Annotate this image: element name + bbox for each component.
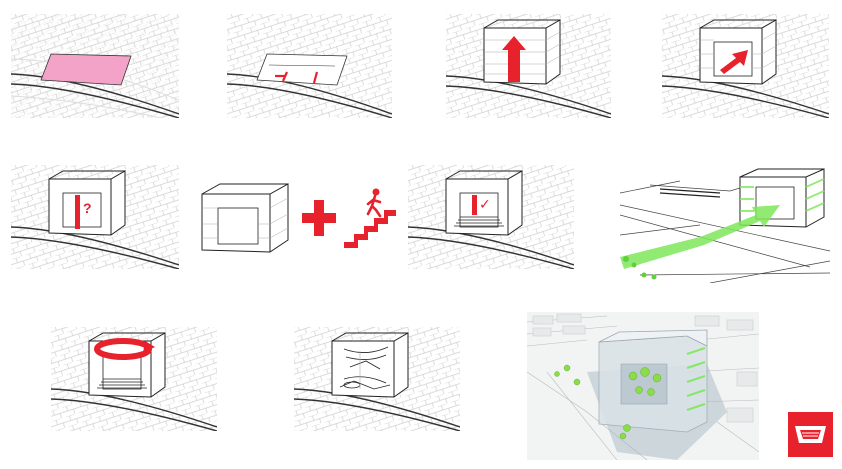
interior-ramps-diagram xyxy=(294,327,460,431)
diagonal-arrow xyxy=(720,50,748,74)
stairs-pictogram xyxy=(342,186,398,250)
final-render-illustration xyxy=(527,312,759,460)
green-flow-illustration xyxy=(620,165,830,283)
volume-entry-illustration xyxy=(662,14,829,118)
brand-logo xyxy=(788,412,833,457)
highlighted-plot xyxy=(40,53,132,86)
final-render xyxy=(527,312,759,460)
site-plot-diagram xyxy=(11,14,179,118)
check-entrance-diagram: ✓ xyxy=(408,165,574,269)
red-marker xyxy=(312,71,319,84)
circulation-loop-illustration xyxy=(51,327,217,431)
logo-icon xyxy=(788,412,833,457)
plus-sign xyxy=(300,196,338,240)
circulation-loop-diagram xyxy=(51,327,217,431)
site-access-illustration xyxy=(227,14,392,118)
green-flow-diagram xyxy=(620,165,830,283)
question-mark: ? xyxy=(83,200,92,216)
up-arrow xyxy=(502,36,526,82)
site-plot-illustration xyxy=(11,14,179,118)
check-entrance-illustration: ✓ xyxy=(408,165,574,269)
red-pillar xyxy=(75,195,80,229)
interior-ramps-illustration xyxy=(294,327,460,431)
plus-icon xyxy=(302,200,336,236)
open-volume-diagram xyxy=(196,178,300,258)
question-entrance-diagram: ? xyxy=(11,165,179,269)
site-access-diagram xyxy=(227,14,392,118)
stairs-person-icon xyxy=(344,188,396,248)
question-entrance-illustration: ? xyxy=(11,165,179,269)
volume-entry-diagram xyxy=(662,14,829,118)
open-volume-illustration xyxy=(201,183,289,253)
green-arrow xyxy=(620,205,780,269)
volume-up-diagram xyxy=(446,14,611,118)
red-pillar xyxy=(472,195,477,215)
volume-up-illustration xyxy=(446,14,611,118)
check-mark: ✓ xyxy=(479,197,491,213)
